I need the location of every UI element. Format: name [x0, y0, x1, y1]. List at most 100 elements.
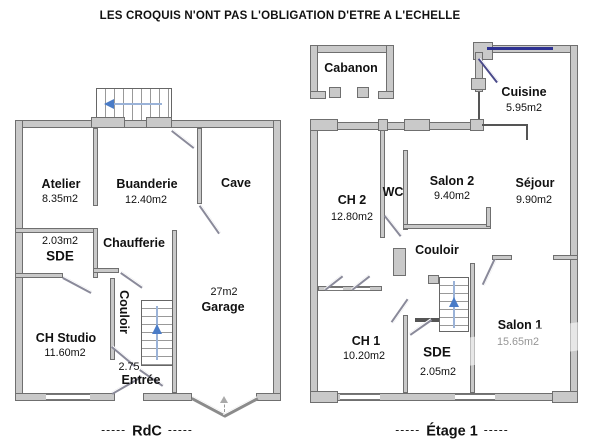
- wall: [378, 91, 394, 99]
- plan-caption-etage1: -----Étage 1-----: [389, 423, 515, 440]
- caption-dashes: -----: [483, 422, 509, 437]
- garage-door-axis: [224, 400, 225, 412]
- door-swing: [481, 258, 497, 286]
- wall: [93, 268, 119, 273]
- wall: [526, 124, 528, 140]
- stair-arrow-left-icon: [104, 99, 114, 109]
- room-name-ch-studio: CH Studio: [35, 331, 97, 345]
- room-name-entree: Entrée: [121, 373, 161, 387]
- room-area-ch2: 12.80m2: [330, 211, 374, 223]
- window: [46, 394, 90, 400]
- door-swing: [383, 214, 403, 237]
- wall: [403, 315, 408, 393]
- wall: [482, 124, 528, 126]
- room-area-cuisine: 5.95m2: [505, 102, 543, 114]
- window: [404, 119, 430, 131]
- wall: [380, 130, 385, 238]
- room-name-atelier: Atelier: [41, 177, 81, 191]
- room-name-couloir: Couloir: [415, 243, 459, 257]
- room-name-cabanon: Cabanon: [324, 61, 378, 75]
- stair-arrow-up-icon: [449, 297, 459, 307]
- wall: [15, 120, 23, 400]
- caption-text: Étage 1: [426, 423, 478, 440]
- garage-door-arrow-icon: [220, 396, 228, 403]
- wall: [93, 128, 98, 206]
- wall: [553, 255, 578, 260]
- caption-text: RdC: [132, 423, 162, 440]
- wall: [428, 275, 439, 284]
- wall: [273, 120, 281, 400]
- wall: [318, 286, 382, 291]
- room-name-sde: SDE: [423, 344, 451, 360]
- room-area-sde: 2.05m2: [419, 366, 457, 378]
- wall: [110, 278, 115, 360]
- room-area-sejour: 9.90m2: [515, 194, 553, 206]
- wall: [403, 150, 408, 230]
- sketch-disclaimer-title: LES CROQUIS N'ONT PAS L'OBLIGATION D'ETR…: [99, 10, 461, 22]
- wall: [570, 45, 578, 400]
- door-swing: [120, 271, 144, 289]
- wall: [310, 391, 338, 403]
- exterior-staircase: [96, 88, 172, 121]
- room-name-ch1: CH 1: [351, 334, 381, 348]
- room-area-ch-studio: 11.60m2: [44, 347, 86, 359]
- room-name-cave: Cave: [221, 176, 251, 190]
- room-name-wc: WC: [382, 185, 404, 199]
- duct-block: [393, 248, 406, 276]
- room-name-cuisine: Cuisine: [501, 85, 547, 99]
- window: [325, 287, 343, 291]
- window: [91, 117, 125, 128]
- room-name-chaufferie: Chaufferie: [103, 236, 165, 250]
- room-area-atelier: 8.35m2: [41, 193, 79, 205]
- window: [340, 394, 380, 400]
- room-name-salon2: Salon 2: [429, 174, 475, 188]
- wall: [310, 91, 326, 99]
- room-name-buanderie: Buanderie: [116, 177, 178, 191]
- wall: [143, 393, 192, 401]
- room-area-salon1: 15.65m2: [496, 336, 540, 348]
- garage-door: [223, 396, 259, 418]
- room-area-buanderie: 12.40m2: [124, 194, 168, 206]
- wall: [492, 255, 512, 260]
- room-area-entree: 2.75: [118, 361, 140, 373]
- room-area-sde: 2.03m2: [41, 235, 79, 247]
- wall: [310, 122, 318, 400]
- wall: [357, 87, 369, 98]
- window: [471, 78, 486, 90]
- wall: [403, 224, 491, 229]
- window: [146, 117, 172, 128]
- room-name-sejour: Séjour: [515, 176, 555, 190]
- wall: [329, 87, 341, 98]
- plan-caption-rdc: ----- RdC -----: [95, 423, 199, 440]
- wall: [486, 207, 491, 227]
- wall: [470, 263, 475, 393]
- room-name-couloir: Couloir: [117, 290, 131, 334]
- wall: [310, 45, 394, 53]
- room-area-ch1: 10.20m2: [342, 350, 386, 362]
- stair-arrow-up-icon: [152, 324, 162, 334]
- caption-dashes: -----: [101, 422, 127, 437]
- room-name-salon1: Salon 1: [497, 318, 543, 332]
- room-name-garage: Garage: [201, 300, 245, 314]
- window: [455, 394, 495, 400]
- door-swing: [171, 129, 195, 149]
- wall: [478, 92, 480, 122]
- room-area-salon2: 9.40m2: [433, 190, 471, 202]
- wall: [475, 52, 483, 92]
- wall: [552, 391, 578, 403]
- wall: [15, 228, 98, 233]
- caption-dashes: -----: [167, 422, 193, 437]
- door-swing: [198, 204, 221, 235]
- door-swing: [62, 276, 92, 294]
- wall: [93, 228, 98, 278]
- window-bay-line: [487, 47, 553, 50]
- wall: [256, 393, 281, 401]
- wall: [15, 273, 63, 278]
- room-name-sde: SDE: [46, 248, 74, 264]
- window: [352, 287, 370, 291]
- wall: [197, 128, 202, 204]
- stair-direction-line: [112, 103, 162, 105]
- room-name-ch2: CH 2: [337, 193, 367, 207]
- room-area-garage: 27m2: [210, 286, 238, 298]
